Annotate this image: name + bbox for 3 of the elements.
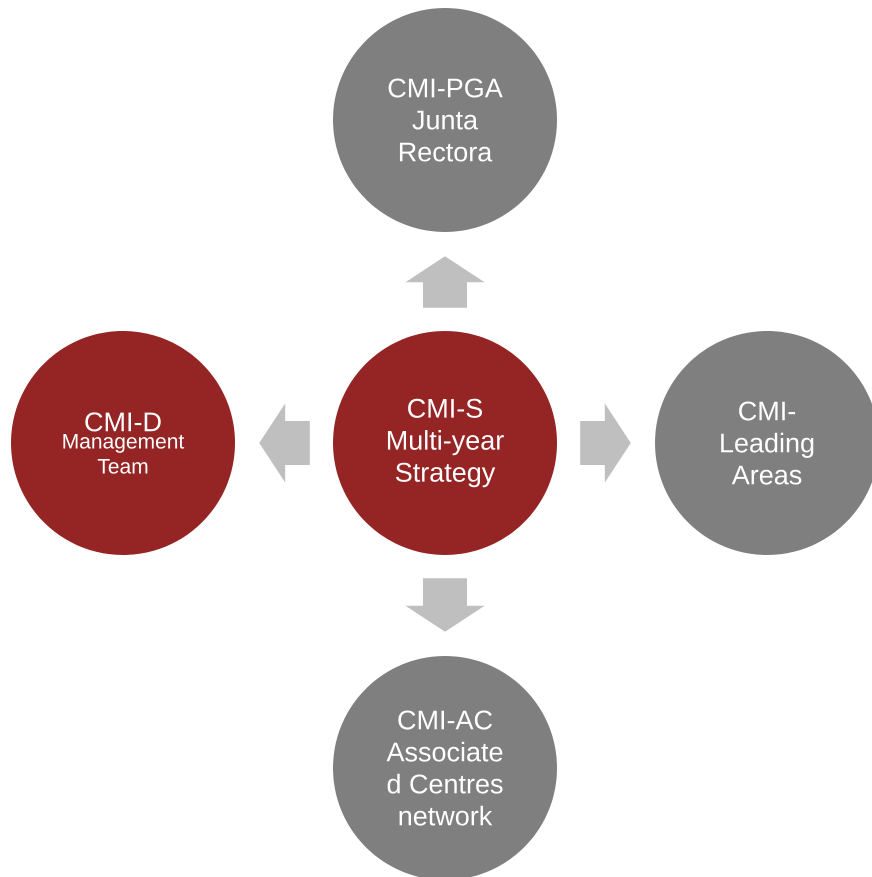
circle-node: CMI-D Management Team [11,331,235,555]
circle-node: CMI-PGA Junta Rectora [333,8,557,232]
circle-node: CMI-S Multi-year Strategy [333,331,557,555]
